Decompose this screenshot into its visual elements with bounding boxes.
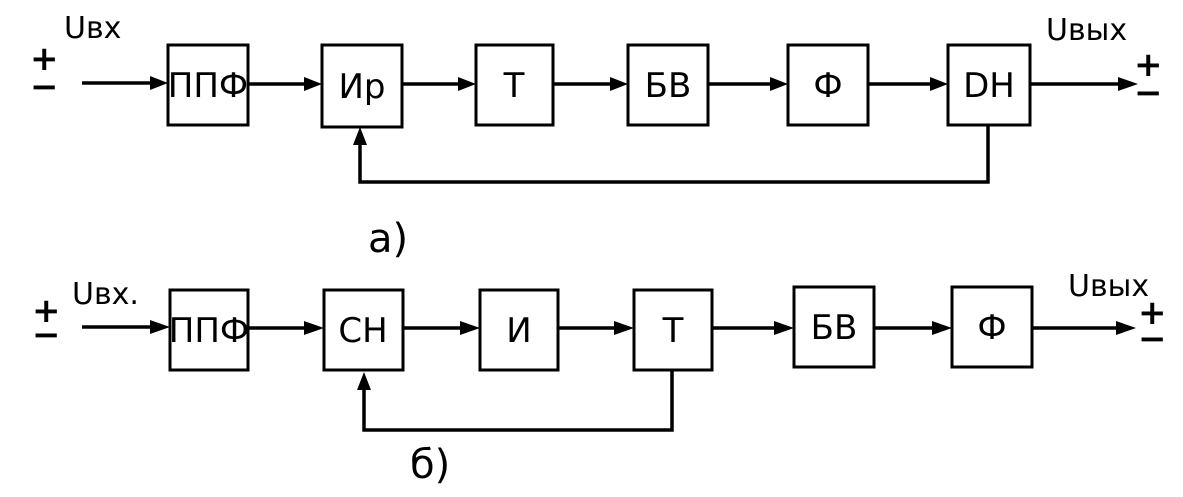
diagram-a-arrow	[610, 77, 628, 91]
diagram-b: Uвх. + − ППФ СН И Т БВ Ф Uвых + −	[32, 269, 1167, 488]
diagram-a-feedback-wire	[358, 125, 990, 184]
diagram-b-block-ppf-label: ППФ	[169, 311, 249, 351]
diagram-a-arrow	[770, 77, 788, 91]
diagram-b-caption: б)	[410, 442, 450, 488]
diagram-b-block-i	[478, 288, 560, 372]
diagram-b-output-plus: +	[1138, 293, 1167, 333]
diagram-b-block-f-label: Ф	[977, 308, 1006, 348]
diagram-b-arrow	[150, 320, 170, 334]
diagram-a-arrow	[930, 77, 948, 91]
diagram-b-output-minus: −	[1138, 319, 1167, 359]
diagram-a-block-t-label: Т	[503, 66, 525, 106]
diagram-b-input-minus: −	[32, 315, 61, 355]
diagram-b-block-sn	[322, 288, 405, 372]
diagram-b-arrow	[357, 372, 371, 390]
diagram-b-feedback-wire	[362, 370, 674, 432]
diagram-b-block-bv-label: БВ	[811, 308, 858, 348]
diagram-b-block-t-label: Т	[662, 311, 684, 351]
diagram-a-input-plus: +	[30, 39, 59, 79]
diagram-b-arrow	[614, 321, 634, 335]
diagram-b-block-sn-label: СН	[338, 311, 387, 351]
diagram-a-arrow	[1118, 77, 1138, 91]
diagram-a-input-minus: −	[30, 67, 59, 107]
diagram-b-block-ppf	[168, 288, 250, 372]
diagram-a-block-ppf-label: ППФ	[168, 66, 248, 106]
diagram-b-arrow	[460, 321, 480, 335]
diagram-b-block-f	[950, 285, 1034, 369]
diagram-a-arrow	[353, 127, 367, 145]
diagram-b-arrow	[1116, 321, 1136, 335]
diagram-a-block-ir-label: Ир	[338, 67, 385, 107]
diagram-b-arrow	[774, 321, 794, 335]
diagram-a-output-minus: −	[1134, 73, 1163, 113]
diagram-b-input-plus: +	[32, 291, 61, 331]
diagram-b-block-i-label: И	[506, 311, 531, 351]
diagram-a-block-bv-label: БВ	[645, 66, 692, 106]
diagram-b-arrow	[932, 321, 952, 335]
diagram-a-arrow	[304, 77, 322, 91]
diagram-a-block-bv	[626, 43, 710, 127]
diagram-a-block-dh-label: DH	[963, 66, 1015, 106]
diagram-b-output-label: Uвых	[1068, 269, 1149, 304]
diagram-b-input-label: Uвх.	[72, 277, 139, 312]
diagram-a-block-ppf	[166, 43, 250, 127]
diagram-a-input-label: Uвх	[64, 11, 121, 46]
diagram-a-output-label: Uвых	[1046, 13, 1127, 48]
diagram-b-arrow	[304, 321, 324, 335]
diagram-a-block-ir	[320, 43, 404, 129]
diagram-a-output-plus: +	[1134, 45, 1163, 85]
diagram-a-caption: а)	[368, 216, 408, 262]
diagram-a-block-f-label: Ф	[813, 66, 842, 106]
diagram-a-arrow	[150, 76, 168, 90]
diagram-a: Uвх + − ППФ Ир Т БВ Ф DH Uвых + −	[30, 11, 1163, 262]
diagram-a-arrow	[458, 77, 476, 91]
